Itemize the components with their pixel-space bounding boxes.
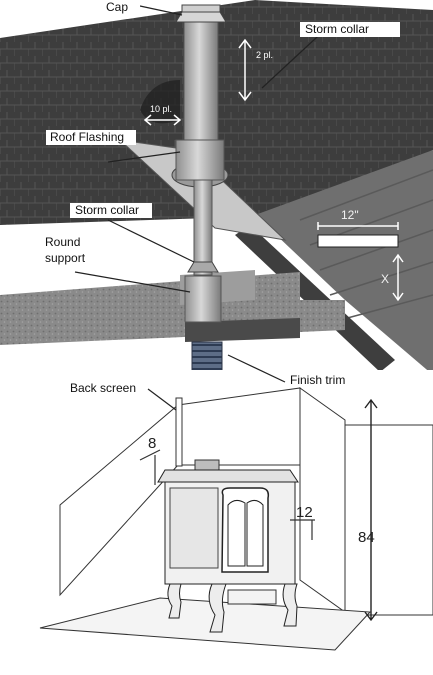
level-bar <box>317 234 399 248</box>
chimney-pipe-upper <box>183 21 219 163</box>
cap <box>175 11 227 23</box>
side-clearance-label: 8 <box>148 435 156 452</box>
storm-collar-top-label: Storm collar <box>305 22 369 36</box>
storm-collar-mid <box>187 261 219 273</box>
chimney-pipe-attic <box>193 179 213 276</box>
cap-label: Cap <box>106 0 128 14</box>
round-support <box>184 275 222 323</box>
finish-trim-label: Finish trim <box>290 373 345 387</box>
ten-inch-label: 10 pl. <box>150 104 172 114</box>
x-dimension-label: X <box>381 272 389 286</box>
back-screen-label: Back screen <box>70 381 136 395</box>
storm-collar-mid-label: Storm collar <box>75 203 139 217</box>
two-foot-label: 2 pl. <box>256 50 273 60</box>
side-wall-right <box>344 424 433 616</box>
front-clearance-label: 12 <box>296 504 313 521</box>
back-screen <box>175 397 183 467</box>
back-wall-right <box>299 387 346 613</box>
roof-rafter <box>235 225 395 372</box>
roof-deck-board <box>255 150 433 375</box>
stove-leg-front-left <box>208 583 227 633</box>
stove-top <box>157 469 299 483</box>
height-dimension-label: 84 <box>358 529 375 546</box>
round-support-label-line1: Round <box>45 235 80 249</box>
roof-flashing-label: Roof Flashing <box>50 130 124 144</box>
round-support-label-line2: support <box>45 251 86 265</box>
stove-leg-back-left <box>167 583 182 619</box>
stove-leg-front-right <box>282 583 298 627</box>
finish-trim-plate <box>185 318 300 342</box>
twelve-inch-label: 12" <box>341 208 359 222</box>
